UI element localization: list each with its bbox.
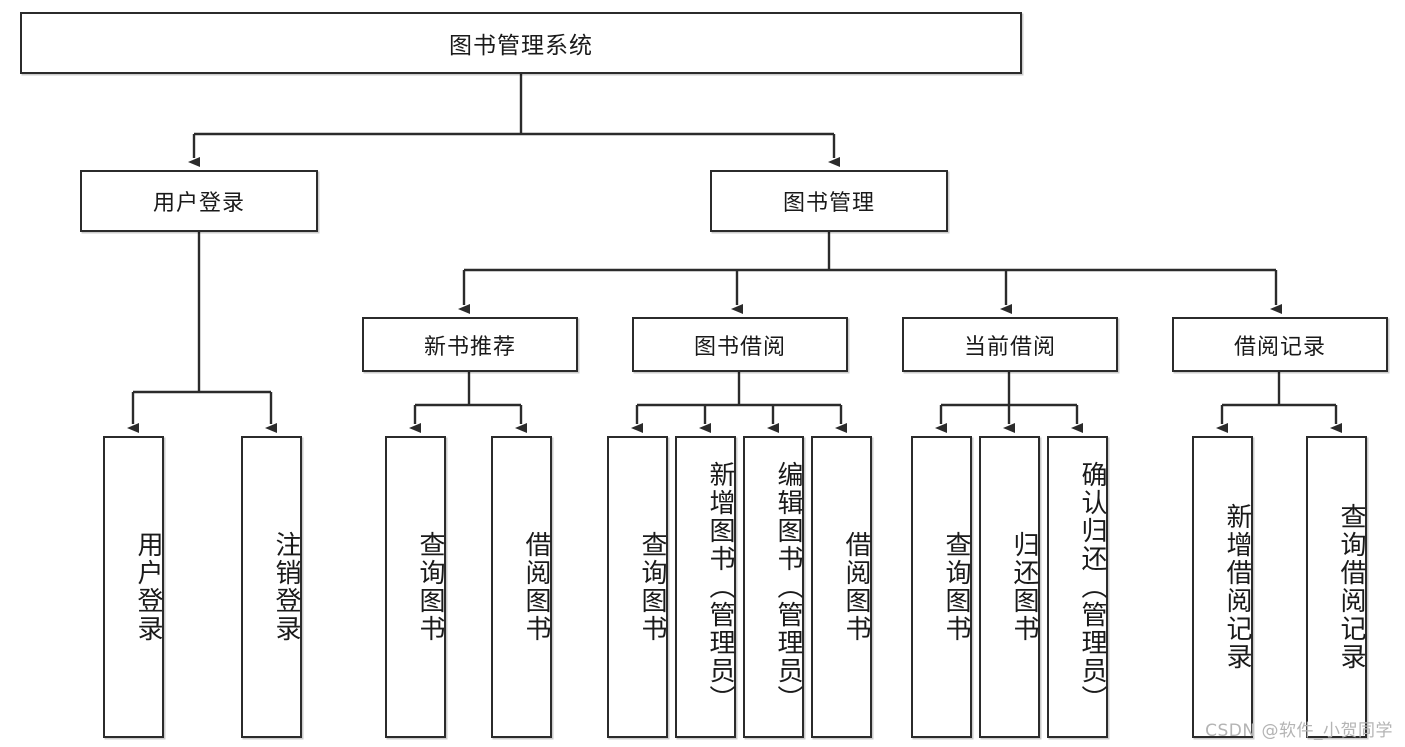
leaf-add-book[interactable]: 新增图书（管理员） [675, 436, 736, 738]
node-label: 新增图书（管理员） [705, 461, 735, 713]
leaf-logout-login[interactable]: 注销登录 [241, 436, 302, 738]
node-label: 确认归还（管理员） [1077, 461, 1107, 713]
leaf-query-book-3[interactable]: 查询图书 [911, 436, 972, 738]
leaf-query-record[interactable]: 查询借阅记录 [1306, 436, 1367, 738]
node-current-borrow[interactable]: 当前借阅 [902, 317, 1118, 372]
node-label: 编辑图书（管理员） [773, 461, 803, 713]
node-label: 借阅记录 [1233, 334, 1326, 360]
node-label: 图书管理 [782, 191, 875, 216]
leaf-return-book[interactable]: 归还图书 [979, 436, 1040, 738]
node-label: 借阅图书 [841, 531, 871, 643]
node-label: 查询借阅记录 [1336, 503, 1366, 671]
node-label: 图书借阅 [693, 334, 786, 360]
node-label: 借阅图书 [521, 531, 551, 643]
node-label: 归还图书 [1009, 531, 1039, 643]
leaf-query-book-1[interactable]: 查询图书 [385, 436, 446, 738]
node-label: 当前借阅 [963, 334, 1056, 360]
node-label: 用户登录 [152, 191, 245, 216]
node-new-book-recommend[interactable]: 新书推荐 [362, 317, 578, 372]
node-user-login[interactable]: 用户登录 [80, 170, 318, 232]
node-book-manage[interactable]: 图书管理 [710, 170, 948, 232]
node-label: 查询图书 [415, 531, 445, 643]
leaf-edit-book[interactable]: 编辑图书（管理员） [743, 436, 804, 738]
node-label: 新增借阅记录 [1222, 503, 1252, 671]
node-borrow-record[interactable]: 借阅记录 [1172, 317, 1388, 372]
node-label: 注销登录 [271, 531, 301, 643]
leaf-borrow-book-2[interactable]: 借阅图书 [811, 436, 872, 738]
node-label: 图书管理系统 [449, 33, 593, 59]
node-label: 查询图书 [941, 531, 971, 643]
leaf-borrow-book-1[interactable]: 借阅图书 [491, 436, 552, 738]
leaf-query-book-2[interactable]: 查询图书 [607, 436, 668, 738]
node-book-borrow[interactable]: 图书借阅 [632, 317, 848, 372]
node-label: 用户登录 [133, 531, 163, 643]
node-root-system[interactable]: 图书管理系统 [20, 12, 1022, 74]
node-label: 查询图书 [637, 531, 667, 643]
watermark-text: CSDN @软件_小贺同学 [1205, 721, 1393, 741]
leaf-add-record[interactable]: 新增借阅记录 [1192, 436, 1253, 738]
leaf-confirm-return[interactable]: 确认归还（管理员） [1047, 436, 1108, 738]
leaf-user-login[interactable]: 用户登录 [103, 436, 164, 738]
node-label: 新书推荐 [423, 334, 516, 360]
